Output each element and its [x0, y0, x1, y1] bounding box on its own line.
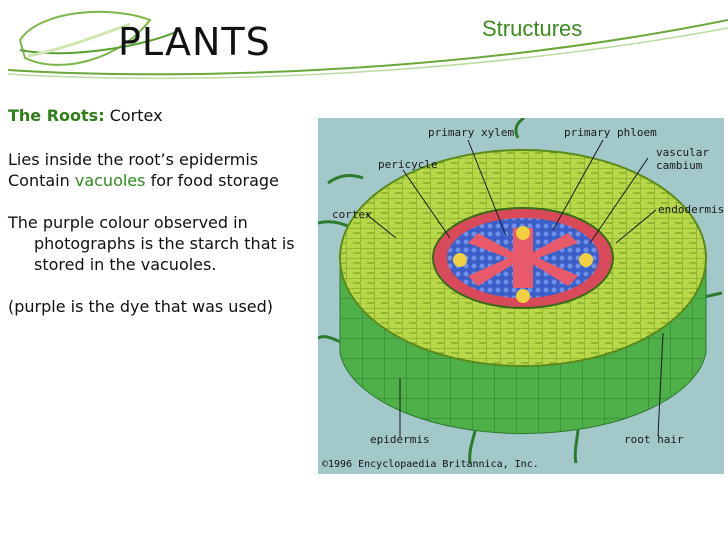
heading-bold: The Roots: — [8, 106, 105, 125]
line2-post: for food storage — [145, 171, 279, 190]
heading-rest: Cortex — [104, 106, 163, 125]
text-line-1: Lies inside the root’s epidermis — [8, 150, 259, 169]
label-endodermis: endodermis — [658, 203, 724, 216]
paragraph-starch: The purple colour observed in photograph… — [8, 213, 295, 274]
content-heading: The Roots: Cortex — [8, 105, 308, 126]
label-primary-phloem: primary phloem — [564, 126, 657, 139]
leaf-logo-icon — [7, 10, 728, 80]
line2-pre: Contain — [8, 171, 75, 190]
content-text: The Roots: Cortex Lies inside the root’s… — [8, 105, 308, 338]
root-diagram-icon — [318, 118, 723, 464]
figure-copyright: ©1996 Encyclopaedia Britannica, Inc. — [322, 459, 539, 470]
highlight-vacuoles: vacuoles — [74, 171, 146, 190]
section-title: Structures — [482, 16, 583, 41]
label-root-hair: root hair — [624, 433, 684, 446]
label-primary-xylem: primary xylem — [428, 126, 515, 139]
root-cross-section-figure: primary xylem primary phloem pericycle v… — [318, 118, 724, 474]
label-cortex: cortex — [332, 208, 372, 221]
text-line-2: Contain vacuoles for food storage — [8, 170, 308, 191]
label-vascular-cambium: vascular cambium — [656, 146, 709, 172]
page-title: PLANTS — [118, 20, 271, 64]
label-pericycle: pericycle — [378, 158, 438, 171]
paragraph-dye: (purple is the dye that was used) — [8, 297, 274, 316]
label-epidermis: epidermis — [370, 433, 430, 446]
